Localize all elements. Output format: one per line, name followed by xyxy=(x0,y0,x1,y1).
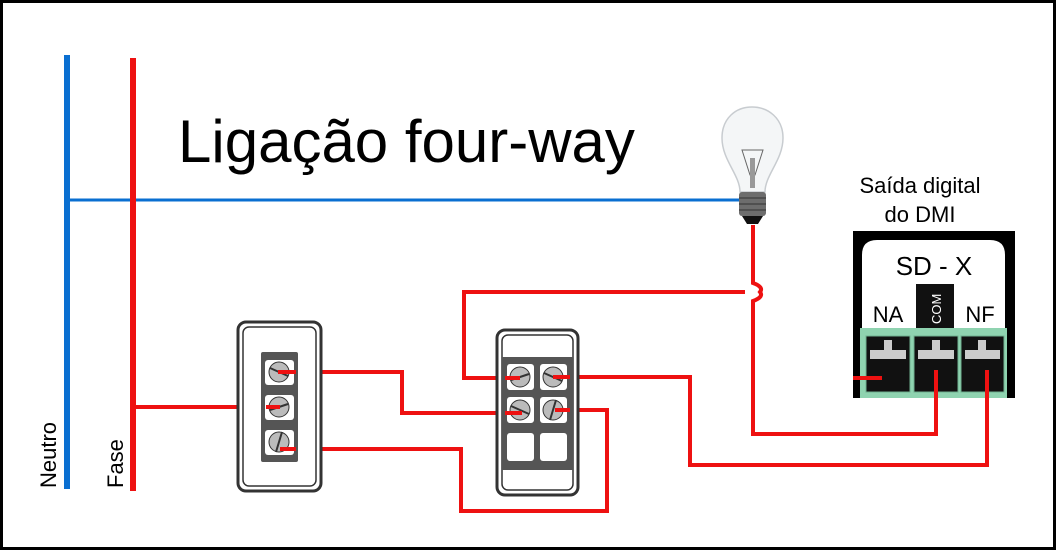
phase-label: Fase xyxy=(103,439,128,488)
traveler-2 xyxy=(280,408,609,513)
diagram-title: Ligação four-way xyxy=(178,108,635,175)
nf-label: NF xyxy=(965,302,994,327)
screw-icon xyxy=(265,430,294,455)
wire-to-na xyxy=(462,290,745,380)
empty-terminal xyxy=(507,433,534,461)
output-caption-line2: do DMI xyxy=(885,202,956,227)
empty-terminal xyxy=(540,433,567,461)
screw-icon xyxy=(507,397,534,423)
traveler-1 xyxy=(278,370,518,415)
terminal-nf xyxy=(960,335,1005,393)
neutral-wires xyxy=(64,55,740,489)
screw-icon xyxy=(540,397,567,423)
output-caption-line1: Saída digital xyxy=(859,173,980,198)
lamp-to-com xyxy=(751,225,938,436)
neutral-label: Neutro xyxy=(36,422,61,488)
phase-wires xyxy=(130,58,989,513)
na-label: NA xyxy=(873,302,904,327)
output-name: SD - X xyxy=(896,251,973,281)
terminal-na xyxy=(865,335,911,393)
light-bulb-icon xyxy=(721,106,784,224)
wire-to-nf xyxy=(553,375,989,467)
com-label: COM xyxy=(929,294,944,324)
